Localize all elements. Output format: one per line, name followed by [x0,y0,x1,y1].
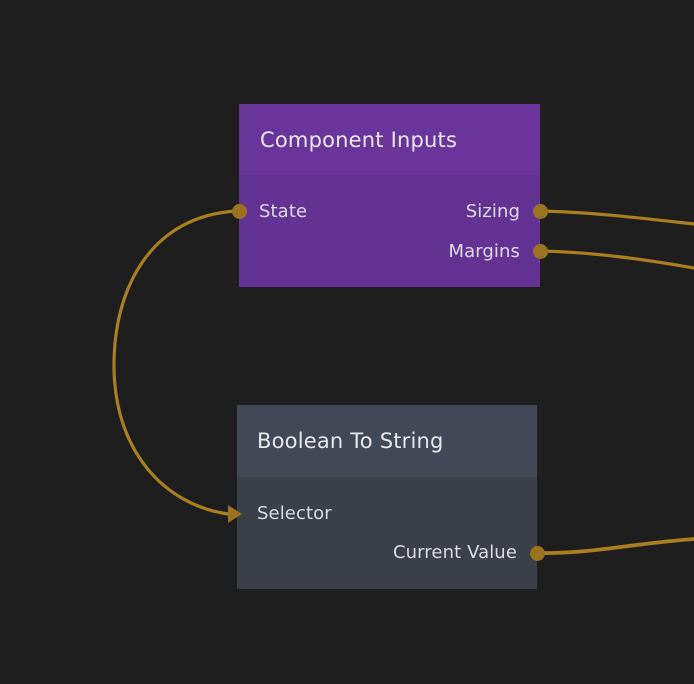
port-row-selector[interactable]: Selector [257,502,332,526]
wire-sizing-out [538,209,694,226]
wire-margins-out [538,249,694,270]
port-connector-margins-icon[interactable] [532,243,548,259]
port-row-current-value[interactable]: Current Value [393,541,517,565]
node-header-component-inputs[interactable]: Component Inputs [239,104,540,175]
port-connector-state-icon[interactable] [231,203,247,219]
port-label-sizing: Sizing [465,201,520,222]
port-connector-current-value-icon[interactable] [529,545,545,561]
port-row-sizing[interactable]: Sizing [466,200,520,224]
port-label-selector: Selector [257,503,332,524]
port-label-current-value: Current Value [392,542,517,563]
node-title: Component Inputs [260,127,458,152]
node-title: Boolean To String [257,429,444,453]
port-label-margins: Margins [448,241,520,262]
port-connector-sizing-icon[interactable] [532,203,548,219]
node-boolean-to-string[interactable]: Boolean To String Selector Current Value [228,405,545,589]
node-body-component-inputs: State Sizing Margins [239,175,540,287]
port-label-state: State [259,201,308,222]
port-row-margins[interactable]: Margins [448,240,520,264]
node-header-boolean-to-string[interactable]: Boolean To String [237,405,537,477]
node-component-inputs[interactable]: Component Inputs State Sizing Margins [231,104,548,287]
port-row-state[interactable]: State [259,200,307,224]
port-connector-selector-arrow-icon[interactable] [228,505,242,523]
wire-current-value-out [535,537,694,555]
wire-state-to-selector [112,209,240,516]
node-body-boolean-to-string: Selector Current Value [237,477,537,589]
